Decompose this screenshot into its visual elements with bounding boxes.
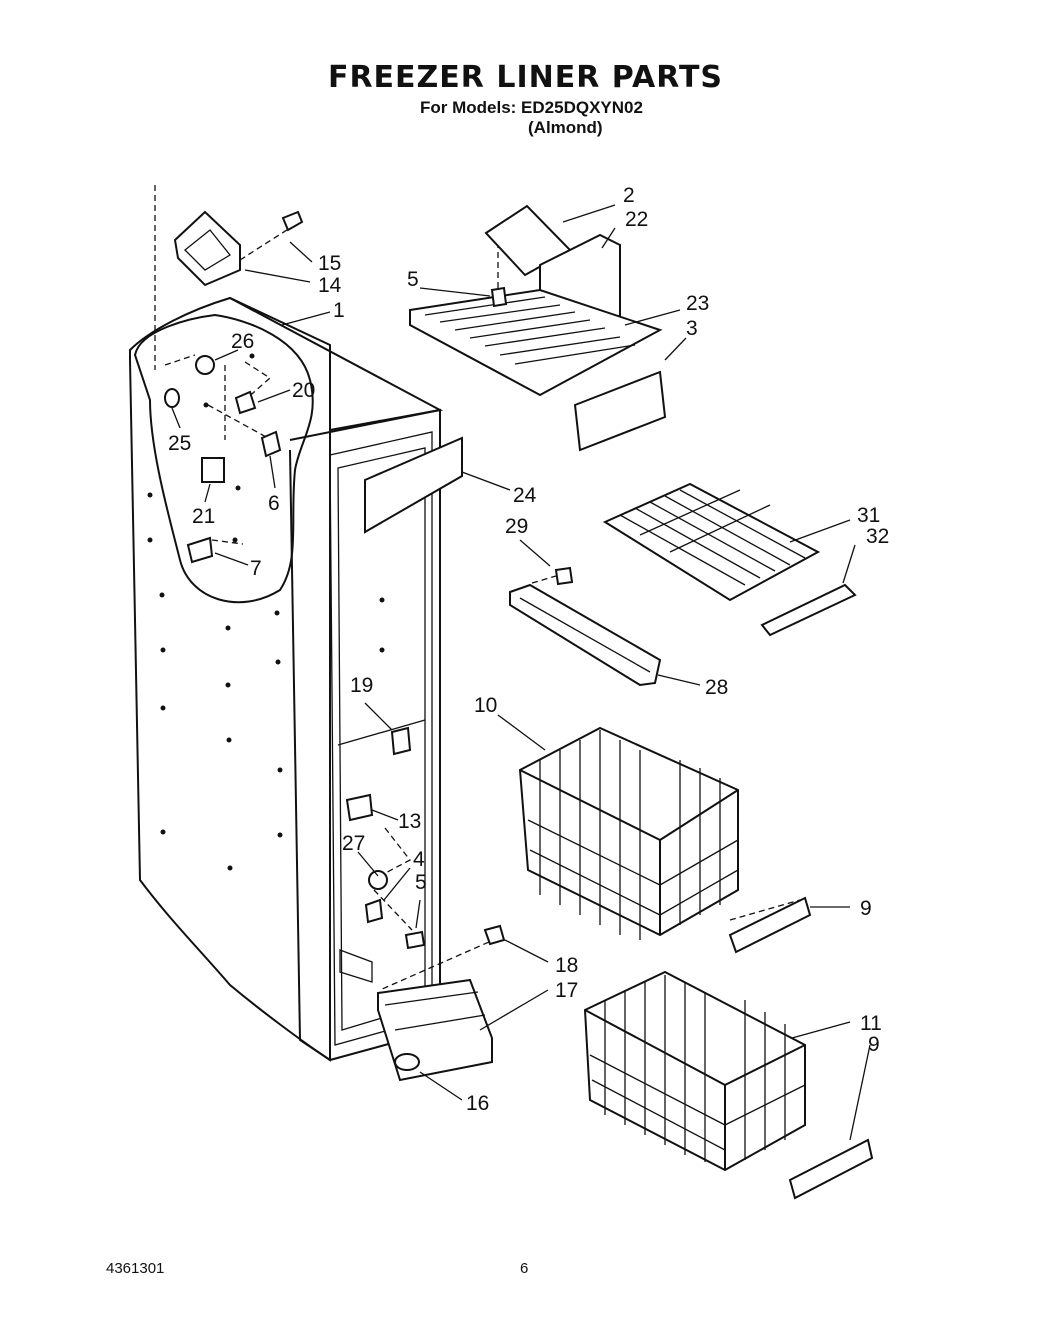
callout-22: 22 bbox=[625, 208, 648, 231]
callout-13: 13 bbox=[398, 810, 421, 833]
callout-25: 25 bbox=[168, 432, 191, 455]
basket-11 bbox=[583, 970, 806, 1172]
callout-28: 28 bbox=[705, 676, 728, 699]
callout-5-lower: 5 bbox=[415, 871, 427, 894]
callout-labels: 1 15 14 26 20 25 6 21 7 19 13 27 4 5 18 … bbox=[168, 184, 889, 1115]
callout-16: 16 bbox=[466, 1092, 489, 1115]
callout-10: 10 bbox=[474, 694, 497, 717]
callout-4: 4 bbox=[413, 848, 425, 871]
callout-17: 17 bbox=[555, 979, 578, 1002]
liner-mounting-holes bbox=[147, 353, 385, 871]
color-line: (Almond) bbox=[528, 118, 603, 137]
callout-24: 24 bbox=[513, 484, 537, 507]
basket-10 bbox=[518, 726, 739, 940]
callout-23: 23 bbox=[686, 292, 709, 315]
callout-1: 1 bbox=[333, 299, 345, 322]
part-28-rail bbox=[509, 566, 662, 687]
callout-31: 31 bbox=[857, 504, 880, 527]
callout-19: 19 bbox=[350, 674, 373, 697]
models-line: For Models: ED25DQXYN02 bbox=[420, 98, 643, 117]
callout-27: 27 bbox=[342, 832, 365, 855]
callout-9-lower: 9 bbox=[868, 1033, 880, 1056]
upper-shelf-assembly bbox=[409, 204, 667, 452]
callout-5-upper: 5 bbox=[407, 268, 419, 291]
callout-32: 32 bbox=[866, 525, 889, 548]
callout-29: 29 bbox=[505, 515, 528, 538]
callout-7: 7 bbox=[250, 557, 262, 580]
basket-trims bbox=[728, 896, 874, 1200]
callout-20: 20 bbox=[292, 379, 315, 402]
wire-shelf bbox=[602, 482, 857, 637]
part-17-grille bbox=[377, 924, 506, 1082]
document-number: 4361301 bbox=[106, 1260, 165, 1277]
liner-small-parts bbox=[164, 210, 426, 950]
callout-3: 3 bbox=[686, 317, 698, 340]
callout-9-upper: 9 bbox=[860, 897, 872, 920]
leader-arrows bbox=[171, 204, 871, 1141]
callout-14: 14 bbox=[318, 274, 342, 297]
page-number: 6 bbox=[520, 1260, 529, 1277]
part-24-panel bbox=[364, 436, 463, 534]
callout-2: 2 bbox=[623, 184, 635, 207]
callout-18: 18 bbox=[555, 954, 578, 977]
callout-21: 21 bbox=[192, 505, 215, 528]
callout-11: 11 bbox=[860, 1012, 882, 1035]
callout-15: 15 bbox=[318, 252, 341, 275]
callout-26: 26 bbox=[231, 330, 254, 353]
callout-6: 6 bbox=[268, 492, 280, 515]
page-title: FREEZER LINER PARTS bbox=[327, 60, 724, 95]
